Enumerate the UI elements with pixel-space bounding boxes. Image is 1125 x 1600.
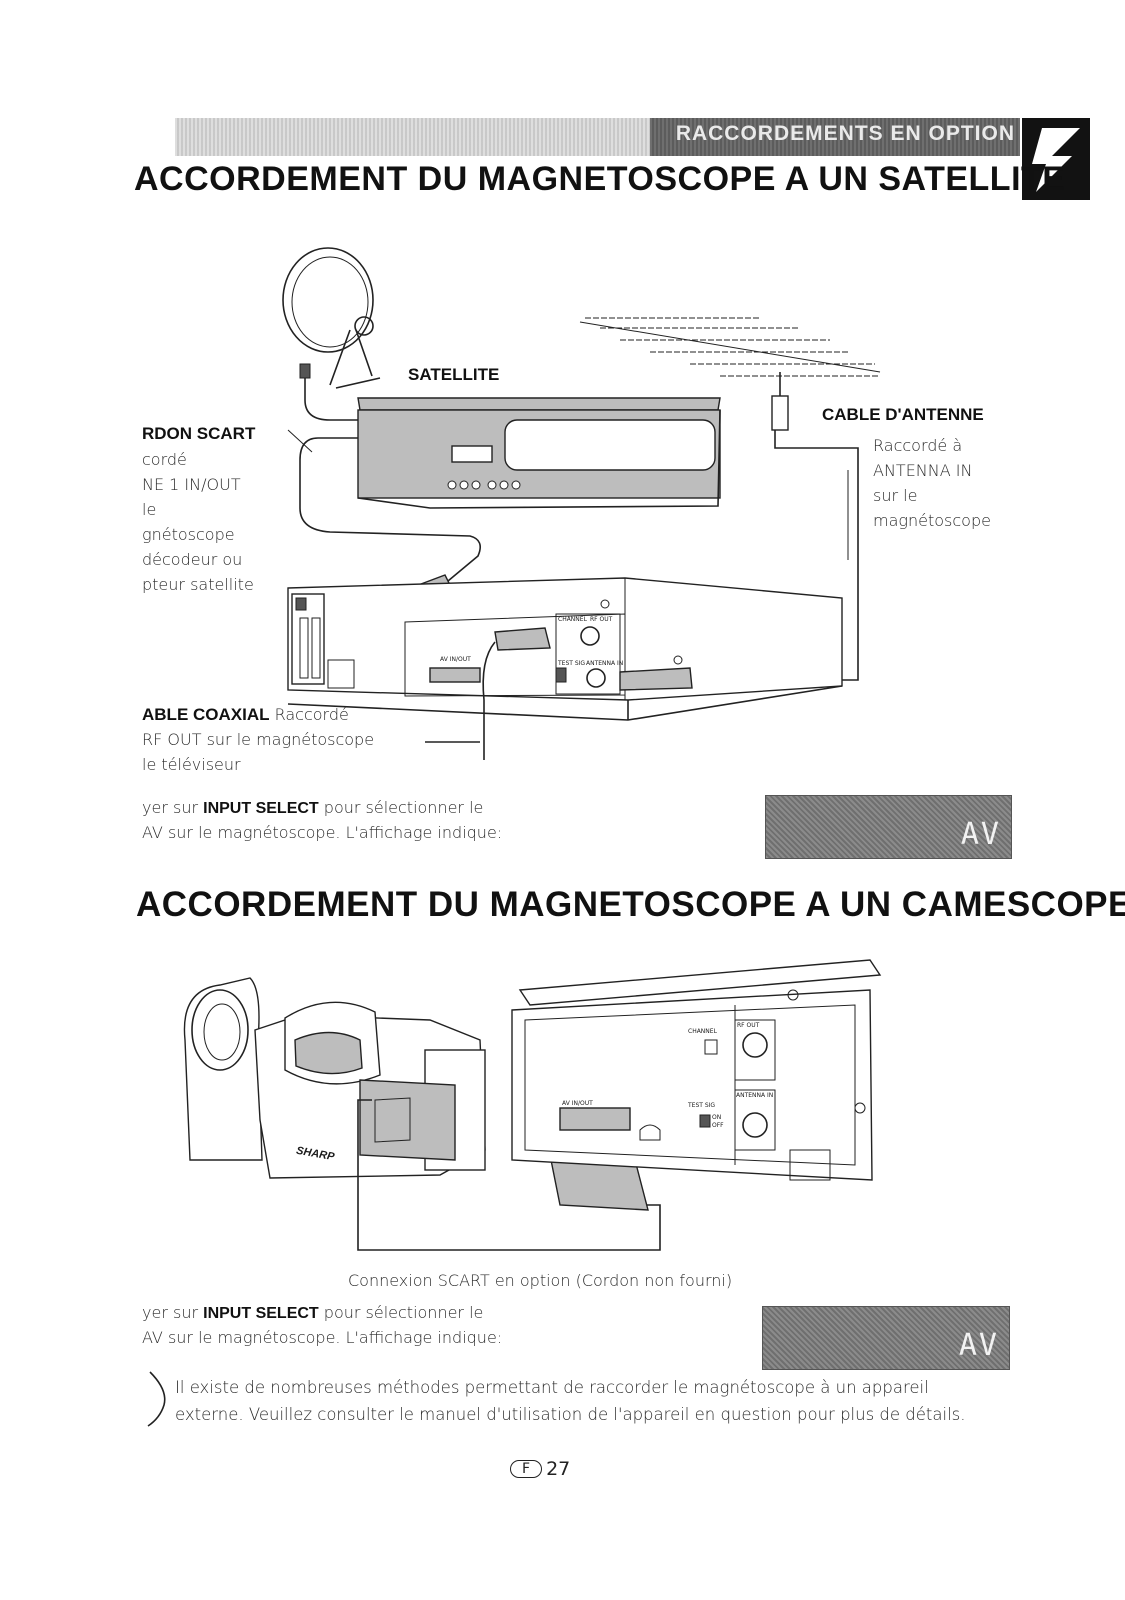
vcr-channel-label: CHANNEL — [558, 616, 587, 623]
camcorder-icon — [183, 977, 486, 1179]
cable-antenne-label: CABLE D'ANTENNE — [822, 405, 984, 424]
scart-cable — [299, 437, 481, 597]
camescope-caption: Connexion SCART en option (Cordon non fo… — [348, 1271, 733, 1290]
coax-plug-antenna — [619, 667, 693, 691]
vcr-test-sig-label: TEST SIG — [558, 660, 586, 667]
cable-coaxial-heading: ABLE COAXIAL Raccordé — [142, 702, 349, 727]
vcr-antenna-in-label: ANTENNA IN — [586, 660, 624, 667]
chapter-logo-icon — [1032, 128, 1080, 192]
display-indicator-2: AV — [762, 1306, 1010, 1370]
satellite-label: SATELLITE — [408, 365, 500, 384]
cordon-line-5: décodeur ou — [142, 550, 243, 569]
instruction-2-suffix: pour sélectionner le — [323, 1303, 484, 1322]
header-band-dark — [650, 118, 1020, 156]
vcr-rear-large — [511, 959, 882, 1181]
coaxial-line-2: le téléviseur — [142, 755, 241, 774]
display-indicator-1: AV — [765, 795, 1012, 859]
antenne-line-3: sur le — [873, 486, 918, 505]
cam-vcr-off-label: OFF — [712, 1122, 724, 1129]
cordon-line-2: NE 1 IN/OUT — [142, 475, 241, 494]
cam-vcr-on-label: ON — [712, 1114, 722, 1121]
cam-vcr-channel-label: CHANNEL — [688, 1028, 717, 1035]
instruction-1-line-1: yer sur INPUT SELECT pour sélectionner l… — [142, 795, 483, 821]
coax-cable — [482, 641, 496, 760]
input-select-key: INPUT SELECT — [203, 800, 319, 817]
tv-antenna-icon — [579, 317, 881, 431]
page-number-value: 27 — [546, 1458, 571, 1480]
cam-vcr-test-sig-label: TEST SIG — [688, 1102, 716, 1109]
section-label: RACCORDEMENTS EN OPTION — [675, 122, 1015, 145]
display-1-text: AV — [960, 817, 1001, 852]
cable-coaxial-suffix: Raccordé — [274, 705, 349, 724]
antenne-line-4: magnétoscope — [873, 511, 991, 530]
input-select-key-2: INPUT SELECT — [203, 1305, 319, 1322]
cam-vcr-rf-out-label: RF OUT — [737, 1022, 760, 1029]
cordon-line-1: cordé — [142, 450, 187, 469]
instruction-1-line-2: AV sur le magnétoscope. L'affichage indi… — [142, 823, 503, 842]
section-title-satellite: ACCORDEMENT DU MAGNETOSCOPE A UN SATELLI… — [134, 160, 1066, 198]
antenne-line-1: Raccordé à — [873, 436, 963, 455]
section-title-camescope: ACCORDEMENT DU MAGNETOSCOPE A UN CAMESCO… — [136, 885, 1125, 924]
instruction-2-line-2: AV sur le magnétoscope. L'affichage indi… — [142, 1328, 503, 1347]
cordon-line-3: le — [142, 500, 157, 519]
instruction-1-suffix: pour sélectionner le — [323, 798, 484, 817]
coaxial-line-1: RF OUT sur le magnétoscope — [142, 730, 375, 749]
chapter-corner-tab — [1022, 118, 1090, 200]
display-2-text: AV — [958, 1328, 999, 1363]
satellite-receiver — [357, 397, 721, 509]
cordon-line-4: gnétoscope — [142, 525, 235, 544]
instruction-2-prefix: yer sur — [142, 1303, 199, 1322]
instruction-2-line-1: yer sur INPUT SELECT pour sélectionner l… — [142, 1300, 483, 1326]
note-line-1: Il existe de nombreuses méthodes permett… — [175, 1378, 929, 1397]
cam-vcr-antenna-in-label: ANTENNA IN — [736, 1092, 774, 1099]
antenne-line-2: ANTENNA IN — [873, 461, 973, 480]
cam-vcr-av-label: AV IN/OUT — [562, 1100, 593, 1107]
vcr-rear — [287, 577, 843, 721]
cordon-scart-label: RDON SCART — [142, 424, 256, 443]
cable-coaxial-label: ABLE COAXIAL — [142, 705, 270, 724]
dish-cable — [304, 370, 358, 421]
page-letter-badge: F — [510, 1460, 543, 1478]
coax-plug-rf-out — [494, 627, 551, 651]
note-line-2: externe. Veuillez consulter le manuel d'… — [175, 1405, 966, 1424]
vcr-rf-out-label: RF OUT — [590, 616, 613, 623]
instruction-1-prefix: yer sur — [142, 798, 199, 817]
satellite-dish-icon — [282, 247, 374, 353]
cordon-line-6: pteur satellite — [142, 575, 254, 594]
camescope-scart-cable — [357, 1099, 661, 1251]
vcr-av-label: AV IN/OUT — [440, 656, 471, 663]
